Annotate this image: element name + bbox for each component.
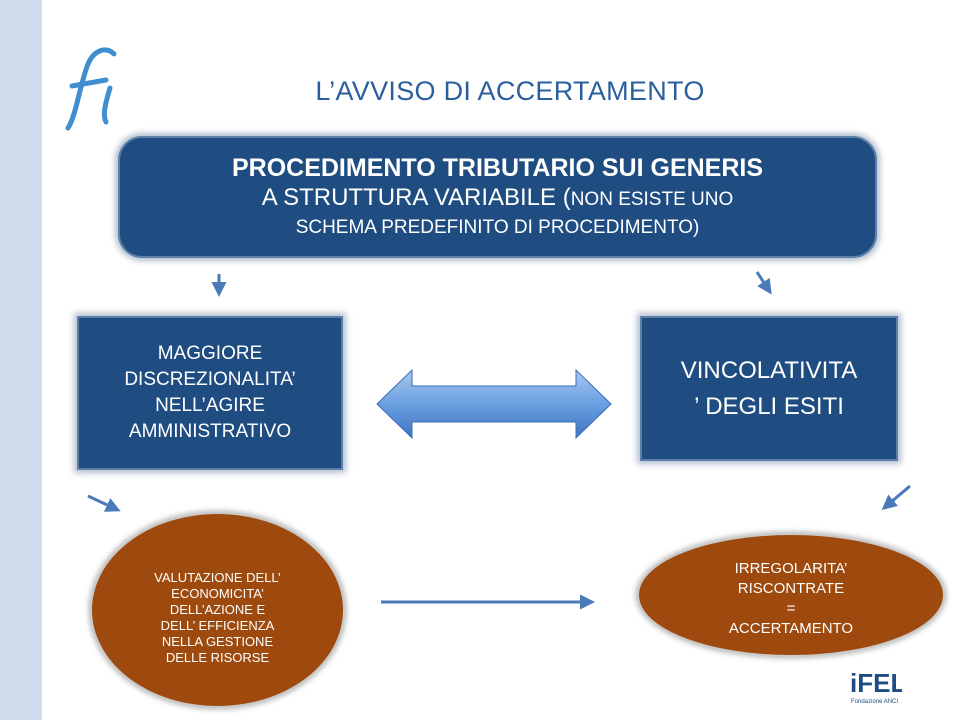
ifel-logo: iFEL Fondazione ANCI: [850, 668, 902, 705]
left-box-line: DISCREZIONALITA’: [124, 369, 296, 390]
oval-right-line: RISCONTRATE: [737, 580, 845, 597]
left-box-line: NELL’AGIRE: [155, 395, 265, 416]
oval-left-line: NELLA GESTIONE: [161, 634, 274, 649]
arrow-top-right-down: [755, 271, 772, 295]
oval-right-line: ACCERTAMENTO: [728, 620, 854, 637]
oval-left-line: DELL’ EFFICIENZA: [160, 618, 275, 633]
top-box-line2-small: NON ESISTE UNO: [570, 189, 734, 210]
top-box-procedimento: PROCEDIMENTO TRIBUTARIO SUI GENERIS A ST…: [118, 136, 877, 258]
left-decorative-strip: [0, 0, 42, 720]
top-box-line3: SCHEMA PREDEFINITO DI PROCEDIMENTO): [295, 217, 700, 238]
top-box-line2: A STRUTTURA VARIABILE (NON ESISTE UNO: [262, 183, 734, 215]
arrow-left-box-to-oval: [87, 494, 121, 512]
oval-right-line: =: [786, 600, 796, 617]
right-box-line: VINCOLATIVITA: [680, 356, 858, 384]
slide-title: L’AVVISO DI ACCERTAMENTO: [315, 76, 705, 106]
left-box-line: MAGGIORE: [157, 343, 263, 364]
arrow-right-box-to-oval: [881, 484, 911, 510]
right-box-vincolativita: VINCOLATIVITA ’ DEGLI ESITI: [640, 316, 898, 461]
top-box-line1: PROCEDIMENTO TRIBUTARIO SUI GENERIS: [231, 154, 764, 182]
left-box-line: AMMINISTRATIVO: [128, 421, 292, 442]
oval-left-line: DELL’AZIONE E: [169, 602, 266, 617]
right-box-line: ’ DEGLI ESITI: [694, 392, 844, 420]
left-box-discrezionalita: MAGGIORE DISCREZIONALITA’ NELL’AGIRE AMM…: [77, 316, 343, 470]
oval-left-line: ECONOMICITA’: [171, 586, 264, 601]
ifel-logo-text: iFEL: [850, 668, 902, 698]
double-arrow-icon: [376, 368, 612, 440]
fi-logo: [65, 47, 117, 131]
oval-valutazione: VALUTAZIONE DELL’ ECONOMICITA’ DELL’AZIO…: [90, 512, 345, 708]
oval-irregolarita: IRREGOLARITA’ RISCONTRATE = ACCERTAMENTO: [637, 533, 945, 657]
oval-left-line: VALUTAZIONE DELL’: [154, 570, 281, 585]
ifel-logo-subtitle: Fondazione ANCI: [851, 699, 898, 705]
oval-left-line: DELLE RISORSE: [165, 650, 270, 665]
top-box-line2-main: A STRUTTURA VARIABILE (: [261, 184, 571, 211]
oval-right-line: IRREGOLARITA’: [734, 560, 848, 577]
